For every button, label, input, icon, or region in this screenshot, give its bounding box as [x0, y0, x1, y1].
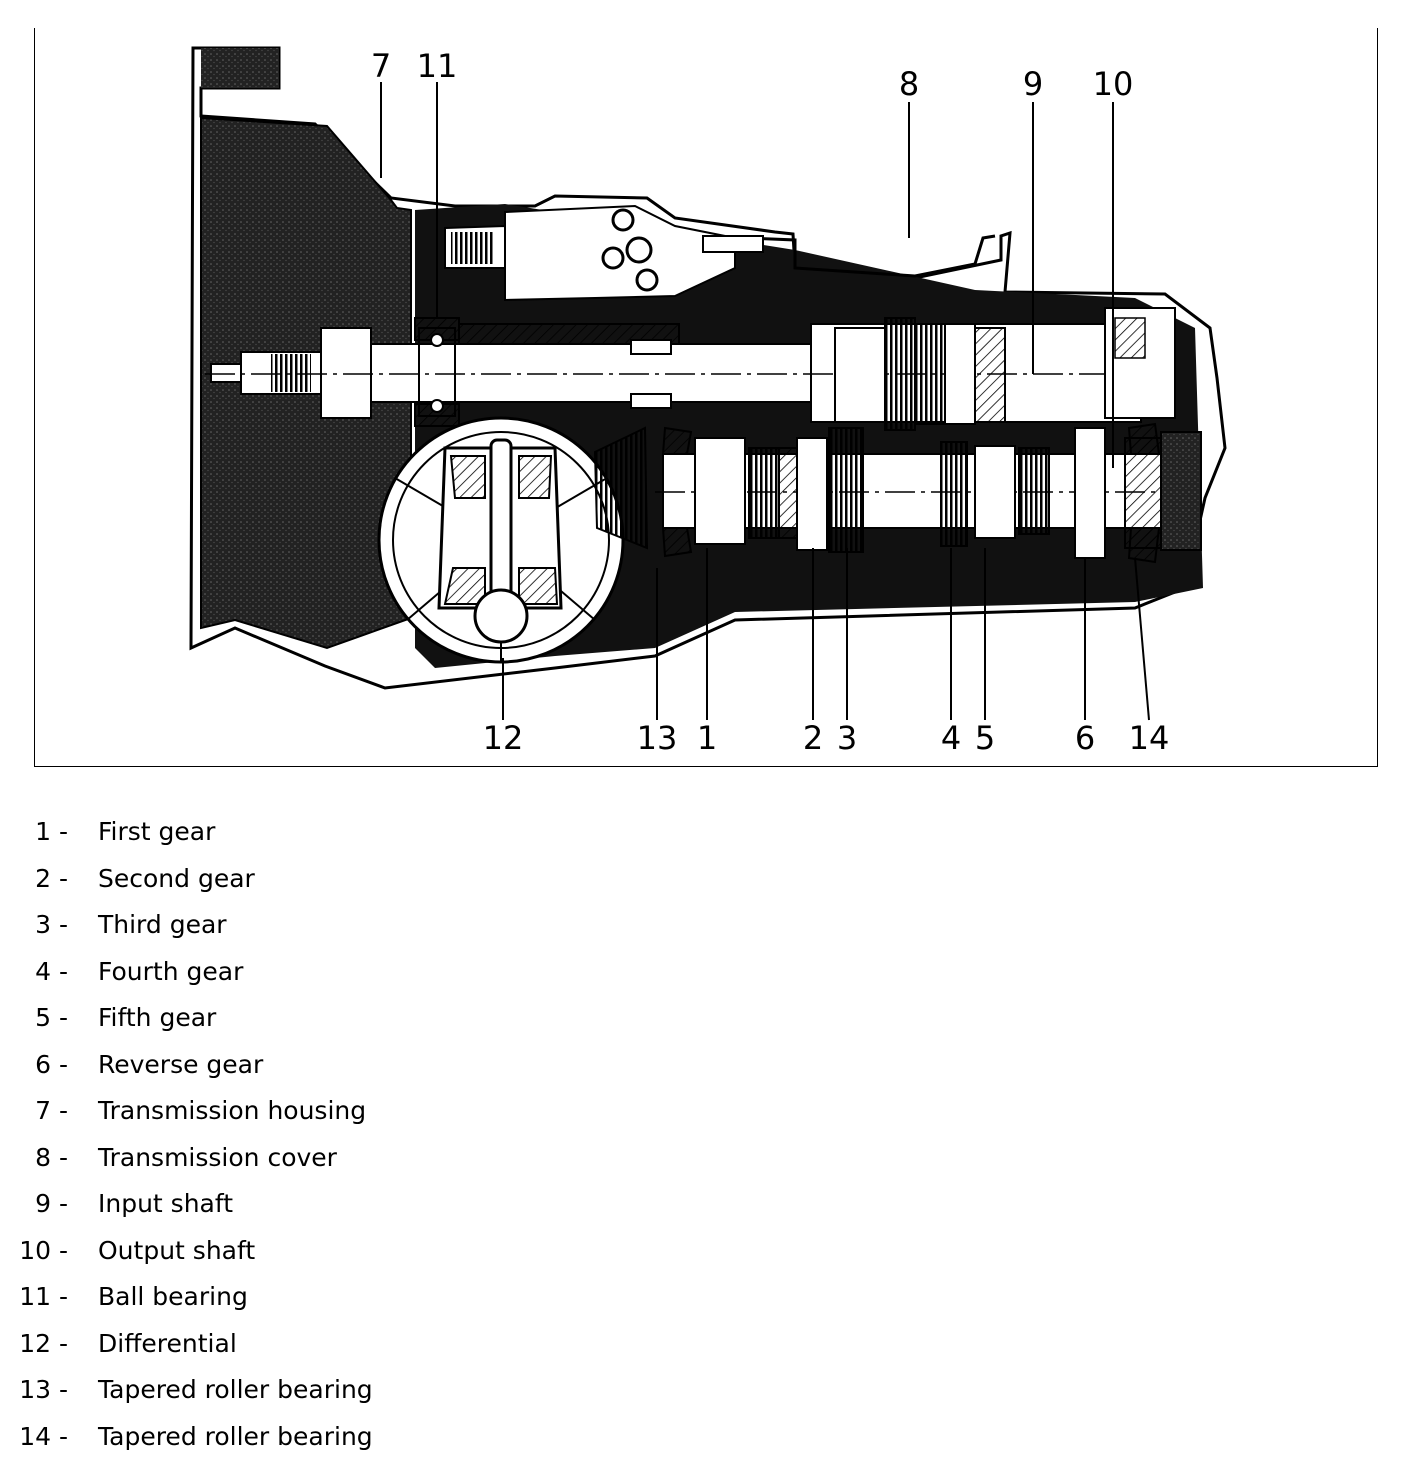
legend-item: 3 - Third gear: [0, 905, 700, 952]
legend-item: 2 - Second gear: [0, 859, 700, 906]
legend-item: 10 - Output shaft: [0, 1231, 700, 1278]
legend-label: Differential: [98, 1328, 237, 1358]
legend-label: Tapered roller bearing: [98, 1375, 373, 1404]
transmission-diagram: 7 11 8 9 10 12 13 1 2 3 4 5 6 14: [34, 28, 1378, 767]
legend-label: Transmission housing: [98, 1096, 367, 1125]
legend-item: 9 - Input shaft: [0, 1184, 700, 1231]
ball-bearing: [418, 327, 456, 417]
input-gears: [834, 307, 1176, 431]
callout-11: 11: [416, 47, 458, 85]
callout-1: 1: [696, 719, 718, 757]
tapered-roller-bearing-rear: [1127, 422, 1161, 564]
legend-item: 11 - Ball bearing: [0, 1277, 700, 1324]
legend-label: Fourth gear: [98, 956, 244, 986]
legend-number: 7 -: [35, 1096, 68, 1125]
callout-6: 6: [1074, 719, 1096, 757]
legend-number: 5 -: [35, 1003, 68, 1032]
legend-label: First gear: [98, 817, 216, 846]
callout-10: 10: [1092, 65, 1134, 103]
callout-4: 4: [940, 719, 962, 757]
legend-item: 4 - Fourth gear: [0, 952, 700, 999]
tapered-roller-bearing-front: [661, 426, 693, 558]
callout-7: 7: [370, 47, 392, 85]
legend-label: Second gear: [98, 863, 255, 893]
callout-12: 12: [482, 719, 524, 757]
output-shaft: [655, 427, 1202, 559]
legend-number: 6 -: [35, 1049, 68, 1079]
legend-label: Third gear: [98, 910, 227, 939]
legend-label: Output shaft: [98, 1235, 256, 1265]
callout-9: 9: [1022, 65, 1044, 103]
legend-number: 3 -: [35, 910, 68, 939]
legend-number: 4 -: [35, 956, 68, 986]
callout-2: 2: [802, 719, 824, 757]
transmission-cross-section: [189, 46, 1227, 721]
legend-number: 2 -: [35, 863, 68, 893]
differential: [377, 416, 649, 664]
legend-label: Ball bearing: [98, 1282, 248, 1311]
legend-item: 5 - Fifth gear: [0, 998, 700, 1045]
callout-14: 14: [1128, 719, 1170, 757]
legend-item: 14 - Tapered roller bearing: [0, 1417, 700, 1464]
legend-label: Tapered roller bearing: [98, 1421, 373, 1451]
legend-item: 6 - Reverse gear: [0, 1045, 700, 1092]
parts-legend: 1 - First gear 2 - Second gear 3 - Third ge…: [0, 812, 700, 1463]
leader-lines: [380, 82, 1150, 721]
callout-5: 5: [974, 719, 996, 757]
transmission-cover: [444, 204, 996, 302]
legend-number: 9 -: [35, 1189, 68, 1218]
legend-number: 8 -: [35, 1142, 68, 1172]
legend-item: 1 - First gear: [0, 812, 700, 859]
callout-13: 13: [636, 719, 678, 757]
legend-number: 11 -: [19, 1282, 68, 1311]
legend-label: Reverse gear: [98, 1049, 264, 1079]
legend-item: 7 - Transmission housing: [0, 1091, 700, 1138]
legend-number: 12 -: [19, 1328, 68, 1358]
legend-number: 13 -: [19, 1375, 68, 1404]
legend-label: Transmission cover: [98, 1142, 337, 1172]
legend-item: 8 - Transmission cover: [0, 1138, 700, 1185]
legend-label: Fifth gear: [98, 1003, 217, 1032]
legend-number: 14 -: [19, 1421, 68, 1451]
legend-number: 1 -: [35, 817, 68, 846]
legend-item: 13 - Tapered roller bearing: [0, 1370, 700, 1417]
callout-8: 8: [898, 65, 920, 103]
legend-label: Input shaft: [98, 1189, 234, 1218]
callout-3: 3: [836, 719, 858, 757]
legend-item: 12 - Differential: [0, 1324, 700, 1371]
legend-number: 10 -: [19, 1235, 68, 1265]
